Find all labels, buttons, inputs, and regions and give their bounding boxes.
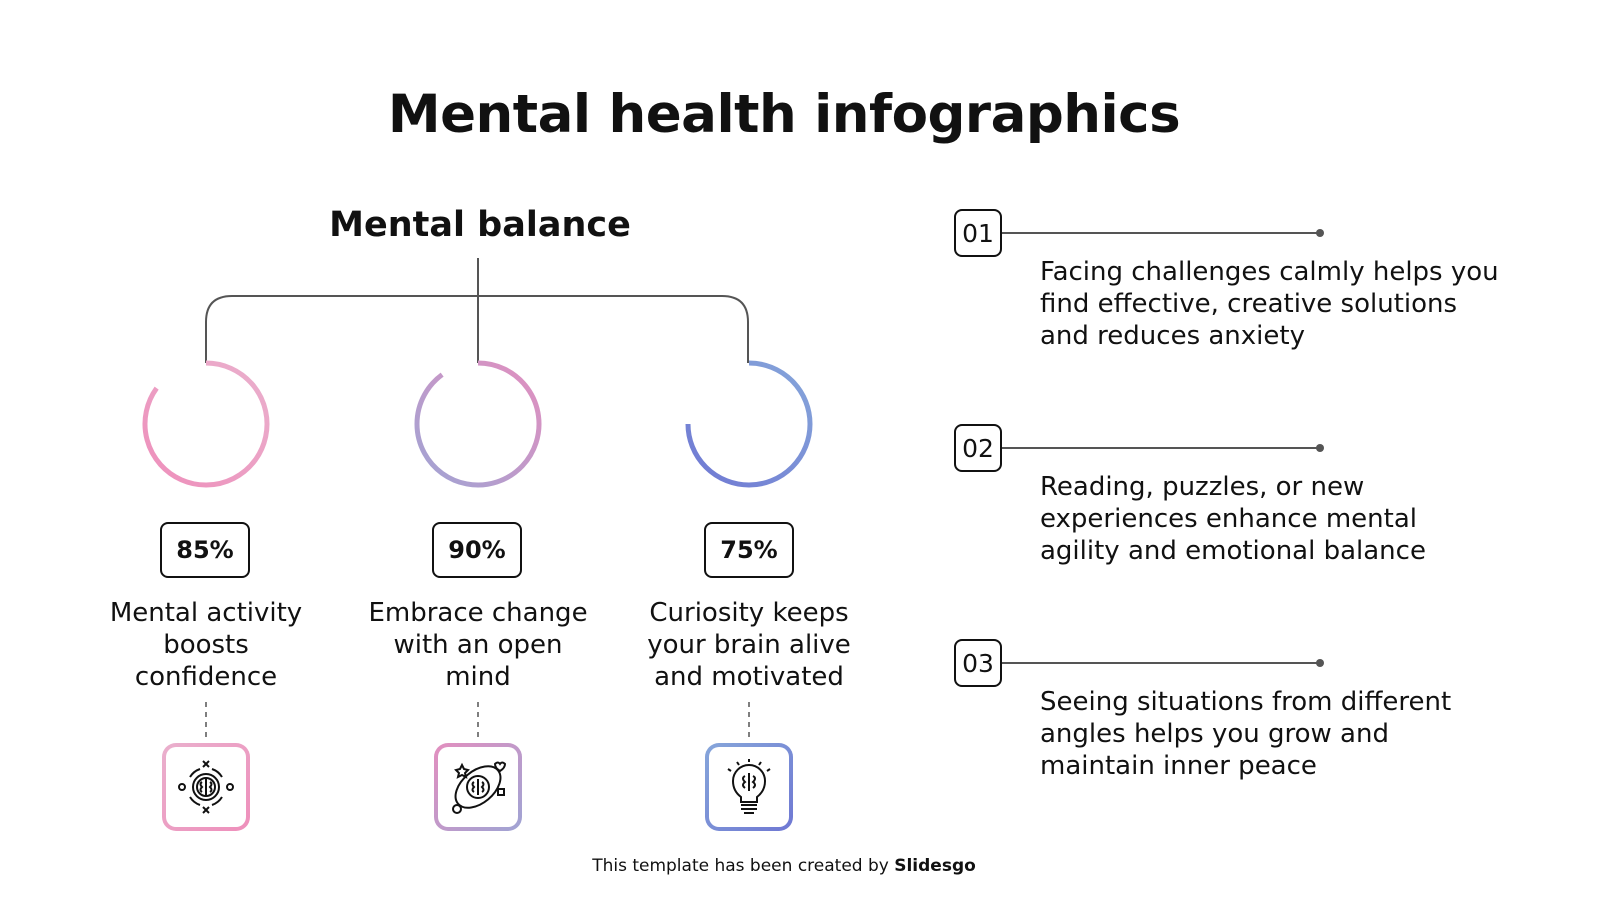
- icon-box: [705, 743, 793, 831]
- point-text: Reading, puzzles, or new experiences enh…: [1040, 472, 1426, 566]
- brain-cycle-icon: [178, 760, 234, 814]
- point-text: Seeing situations from different angles …: [1040, 687, 1452, 781]
- point-line: [1002, 659, 1324, 667]
- point-number-badge: 03: [954, 639, 1002, 687]
- brain-lightbulb-icon: [727, 759, 771, 814]
- footer-credit: This template has been created by Slides…: [0, 856, 1600, 876]
- point-text: Facing challenges calmly helps you find …: [1040, 257, 1499, 351]
- point-line: [1002, 444, 1324, 452]
- connector-bracket: [205, 295, 749, 363]
- stat-description: Curiosity keeps your brain alive and mot…: [647, 598, 851, 692]
- percentage-badge: 85%: [160, 522, 250, 578]
- percentage-badge: 90%: [432, 522, 522, 578]
- footer-prefix: This template has been created by: [592, 856, 895, 876]
- icon-box: [434, 743, 522, 831]
- page-title: Mental health infographics: [387, 84, 1181, 145]
- stat-description: Mental activity boosts confidence: [109, 598, 303, 692]
- stat-description: Embrace change with an open mind: [368, 598, 588, 692]
- point-number-badge: 02: [954, 424, 1002, 472]
- progress-ring: [414, 360, 542, 488]
- point-line: [1002, 229, 1324, 237]
- icon-box: [162, 743, 250, 831]
- brain-orbit-icon: [452, 761, 507, 814]
- point-number-badge: 01: [954, 209, 1002, 257]
- progress-ring: [142, 360, 270, 488]
- section-title: Mental balance: [329, 205, 631, 245]
- progress-ring: [685, 360, 813, 488]
- percentage-badge: 75%: [704, 522, 794, 578]
- footer-brand[interactable]: Slidesgo: [894, 856, 976, 876]
